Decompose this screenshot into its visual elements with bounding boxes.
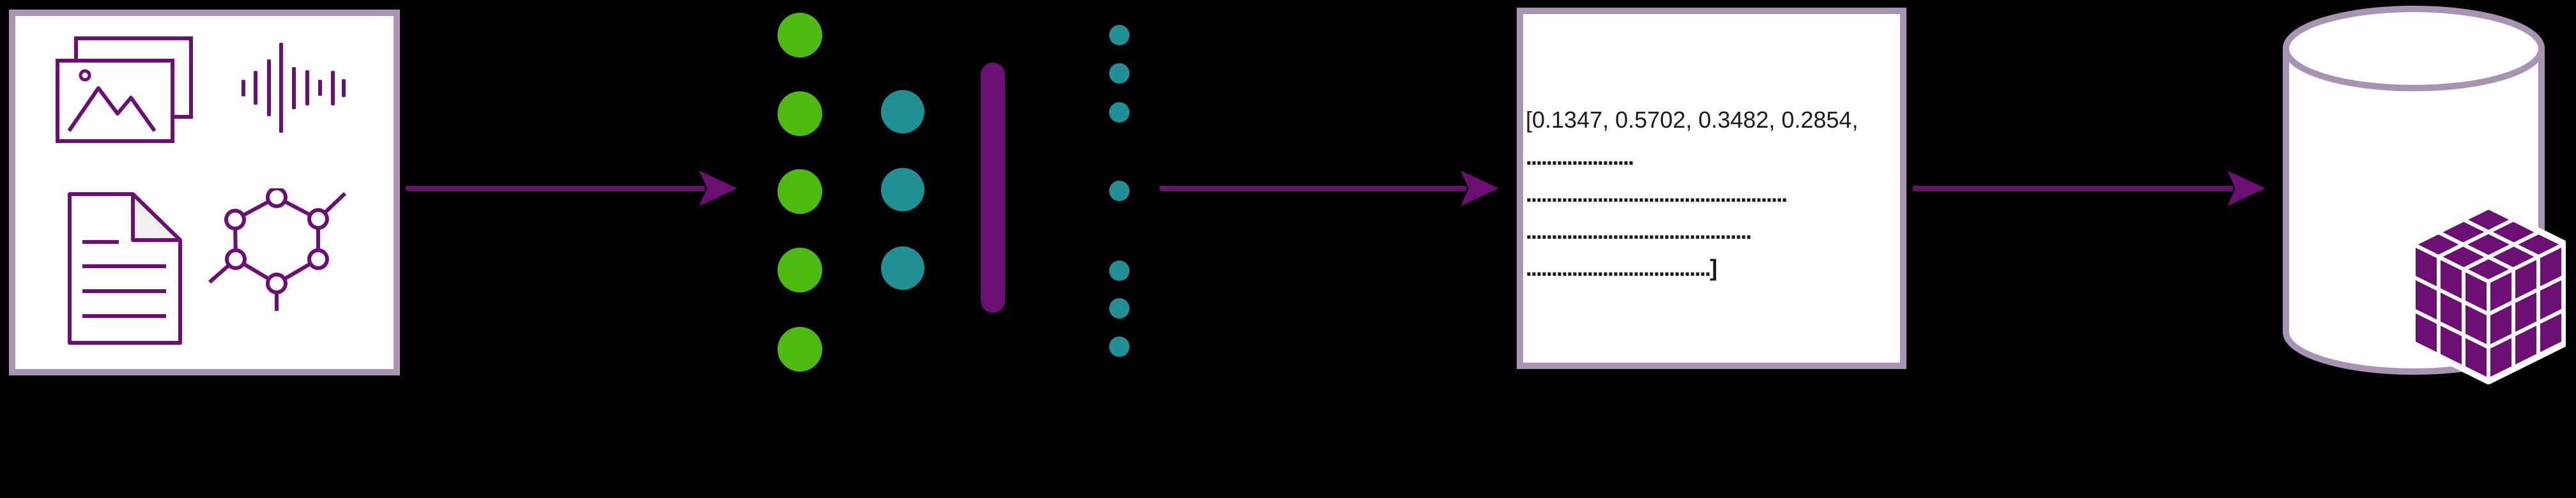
- vector-dot: [1109, 298, 1130, 319]
- vector-dot: [1109, 260, 1130, 281]
- input-node: [778, 327, 822, 372]
- hidden-node: [881, 90, 924, 133]
- vector-dot: [1109, 181, 1130, 201]
- vector-line: ........................................…: [1526, 218, 1752, 244]
- input-node: [778, 248, 822, 292]
- data-cube-icon: [2412, 204, 2566, 384]
- vector-line: .....................: [1526, 144, 1634, 170]
- vector-line: [0.1347, 0.5702, 0.3482, 0.2854,: [1526, 107, 1859, 133]
- document-icon: [68, 192, 182, 345]
- photo-icon: [56, 36, 193, 143]
- vector-line: ........................................…: [1526, 181, 1788, 207]
- vector-line: ....................................]: [1526, 255, 1717, 281]
- vector-dot: [1109, 102, 1130, 123]
- molecule-icon: [208, 188, 347, 311]
- arrow-input-to-model: [406, 170, 737, 206]
- input-node: [778, 13, 822, 57]
- hidden-node: [881, 168, 924, 211]
- arrow-vector-to-database: [1913, 170, 2266, 206]
- vector-dot: [1109, 336, 1130, 357]
- input-node: [778, 169, 822, 214]
- input-data-box: [9, 10, 400, 375]
- arrow-model-to-vector: [1160, 170, 1499, 206]
- vector-dot: [1109, 63, 1130, 84]
- input-node: [778, 91, 822, 136]
- bottleneck-bar: [981, 63, 1005, 313]
- audio-waveform-icon: [241, 43, 346, 133]
- hidden-node: [881, 246, 924, 290]
- vector-box: [0.1347, 0.5702, 0.3482, 0.2854, .......…: [1517, 8, 1906, 369]
- vector-dot: [1109, 25, 1130, 45]
